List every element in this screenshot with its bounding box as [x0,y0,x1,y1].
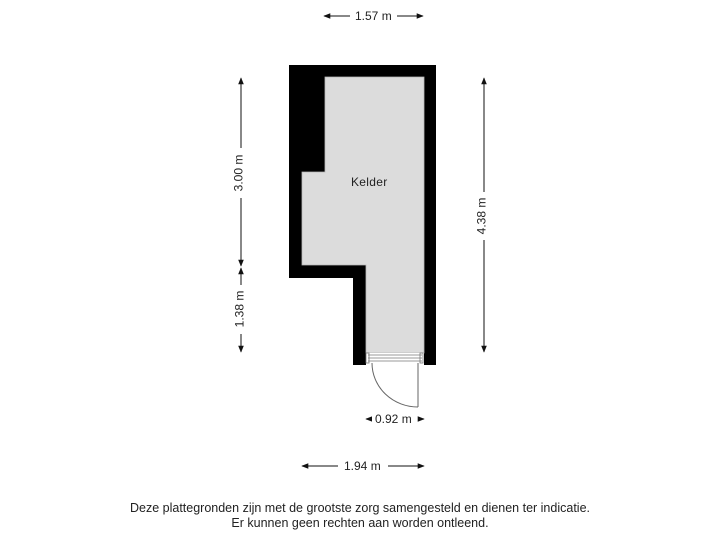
dim-label-door-width: 0.92 m [372,412,415,426]
dim-label-bottom-width: 1.94 m [341,459,384,473]
disclaimer-line-2: Er kunnen geen rechten aan worden ontlee… [231,516,489,530]
door [365,352,424,408]
disclaimer: Deze plattegronden zijn met de grootste … [0,501,720,531]
dim-label-left-lower: 1.38 m [232,287,247,331]
room-floor-kelder [301,76,425,354]
dim-label-top-width: 1.57 m [352,9,395,23]
disclaimer-line-1: Deze plattegronden zijn met de grootste … [129,501,590,515]
dim-label-right-height: 4.38 m [474,194,489,238]
room-label-kelder: Kelder [351,175,388,189]
dim-label-left-upper: 3.00 m [231,151,246,195]
